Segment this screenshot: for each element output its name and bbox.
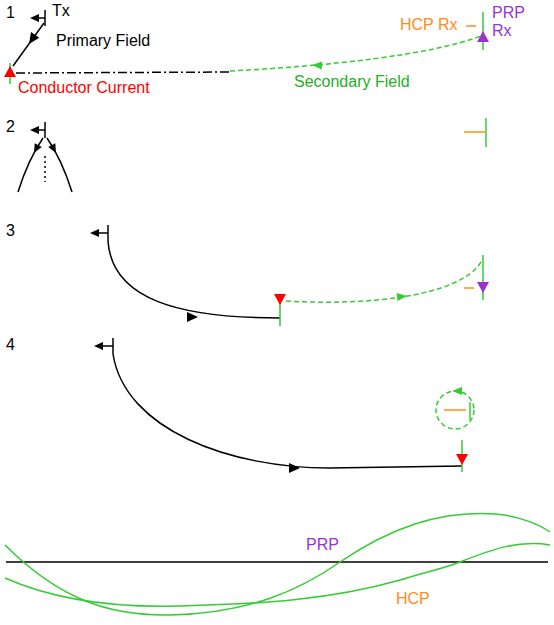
secondary-field-line	[286, 262, 481, 302]
conductor-current-marker	[4, 66, 16, 77]
panel-3	[90, 225, 489, 326]
hcp-rx-coil	[466, 25, 476, 27]
dash-dot-line	[16, 72, 230, 73]
arrowhead	[452, 387, 462, 395]
current-label: Conductor Current	[18, 79, 150, 97]
response-profiles	[5, 513, 550, 615]
panel-2	[18, 118, 486, 192]
hcp-profile-curve	[5, 544, 550, 607]
secondary-field-line	[230, 36, 481, 71]
profile-axis	[6, 561, 548, 563]
conductor-current-marker	[456, 454, 468, 465]
arrowhead	[397, 292, 408, 301]
transmitter-label: Tx	[52, 2, 70, 20]
secondary-field-loop	[436, 391, 474, 429]
panel-number: 1	[6, 4, 15, 22]
primary-field-line	[47, 138, 72, 192]
rx-axis	[482, 255, 484, 300]
primary-field-line	[13, 23, 44, 66]
rx-axis	[485, 118, 487, 147]
arrowhead	[90, 229, 99, 237]
hcp-rx-coil	[464, 131, 485, 133]
arrowhead	[312, 61, 322, 70]
primary-field-line	[113, 354, 462, 468]
prp-rx-marker	[477, 282, 489, 293]
receiver-label: HCP Rx	[400, 16, 458, 34]
primary-field-line	[18, 138, 43, 192]
receiver-label: PRP Rx	[492, 4, 530, 40]
panel-1	[4, 10, 489, 84]
arrowhead	[30, 143, 41, 155]
arrowhead	[30, 14, 39, 22]
hcp-rx-coil	[444, 409, 466, 411]
prp-rx-marker	[477, 31, 489, 42]
rx-axis	[469, 402, 471, 420]
arrowhead	[25, 32, 39, 47]
field-label: Secondary Field	[292, 73, 412, 91]
dotted-axis	[44, 156, 46, 182]
panel-number: 3	[6, 222, 15, 240]
panel-number: 2	[6, 118, 15, 136]
field-label: Primary Field	[56, 32, 150, 50]
curve-label: HCP	[394, 590, 432, 608]
prp-profile-curve	[5, 513, 550, 615]
conductor-current-marker	[274, 294, 286, 305]
arrowhead	[30, 126, 39, 134]
arrowhead	[94, 342, 103, 350]
panel-4	[94, 338, 474, 473]
arrowhead	[48, 143, 59, 155]
curve-label: PRP	[304, 536, 341, 554]
hcp-rx-coil	[464, 287, 474, 289]
panel-number: 4	[6, 336, 15, 354]
arrowhead	[289, 463, 300, 473]
arrowhead	[187, 312, 198, 322]
primary-field-line	[108, 241, 280, 318]
